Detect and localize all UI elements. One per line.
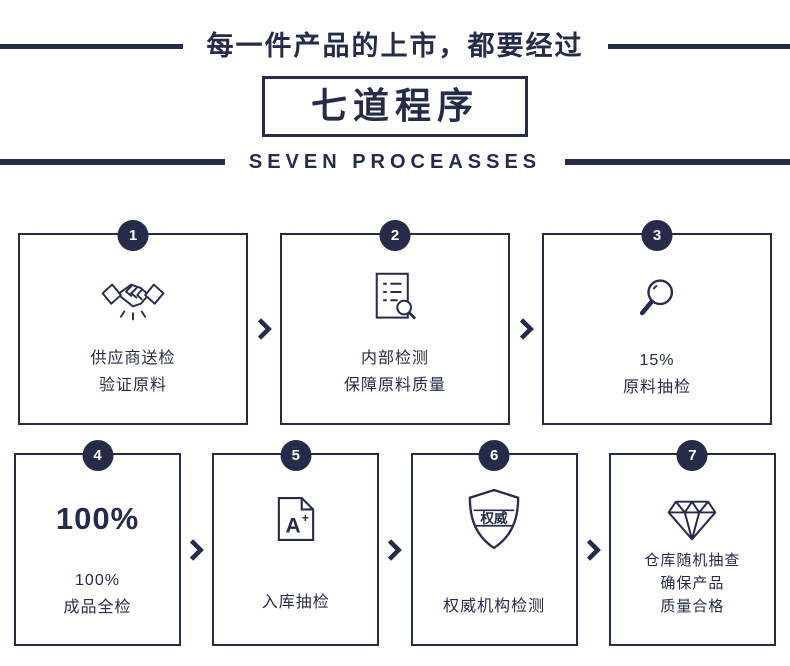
step-card-4: 4 100% 100% 成品全检	[14, 440, 181, 647]
step-text-line: 质量合格	[660, 598, 725, 616]
step-text: 仓库随机抽查 确保产品 质量合格	[611, 549, 774, 618]
step-number-badge: 5	[280, 440, 312, 472]
step-text: 100% 成品全检	[16, 567, 179, 621]
step-card-5: 5 A + 入库抽检	[212, 440, 380, 647]
step-text-line: 权威机构检测	[443, 598, 546, 616]
title-box: 七道程序	[261, 76, 528, 138]
divider-line	[0, 43, 183, 49]
header-subtitle-en: SEVEN PROCEASSES	[248, 151, 542, 174]
header-subtitle-row: 每一件产品的上市，都要经过	[0, 30, 790, 62]
step-text: 供应商送检 验证原料	[20, 345, 246, 399]
steps-row-2: 4 100% 100% 成品全检 5 A +	[0, 440, 790, 647]
divider-line	[607, 43, 790, 49]
step-text-line: 仓库随机抽查	[644, 552, 741, 570]
step-text-line: 100%	[75, 572, 120, 590]
a-letter: A	[285, 515, 300, 538]
step-card-6: 6 权威 权威机构检测	[410, 440, 578, 647]
step-text-line: 原料抽检	[622, 379, 691, 397]
step-card-3: 3 15% 原料抽检	[542, 220, 772, 426]
step-text: 15% 原料抽检	[544, 347, 770, 401]
authority-shield-icon: 权威	[413, 487, 576, 551]
arrow-right-icon	[387, 538, 403, 562]
arrow-right-icon	[257, 317, 272, 341]
step-number-badge: 7	[676, 440, 708, 472]
header-english-row: SEVEN PROCEASSES	[0, 149, 790, 175]
big-percent-text: 100%	[55, 501, 140, 537]
step-number-badge: 6	[478, 440, 510, 472]
step-text-line: 15%	[639, 352, 675, 370]
arrow-right-icon	[519, 317, 534, 341]
step-text: 权威机构检测	[413, 593, 576, 620]
step-number-badge: 2	[379, 220, 411, 252]
step-text-line: 成品全检	[63, 599, 132, 617]
header-subtitle: 每一件产品的上市，都要经过	[206, 31, 584, 61]
step-text: 入库抽检	[214, 589, 377, 616]
step-text-line: 内部检测	[360, 350, 429, 368]
step-text: 内部检测 保障原料质量	[282, 345, 508, 399]
arrow-right-icon	[189, 538, 205, 562]
step-text-line: 验证原料	[98, 377, 167, 395]
divider-line	[0, 159, 225, 166]
arrow-right-icon	[586, 538, 601, 562]
step-number-badge: 3	[641, 220, 673, 252]
divider-line	[565, 159, 790, 166]
page-title: 七道程序	[310, 85, 479, 127]
handshake-icon	[20, 275, 246, 322]
a-plus-doc-icon: A +	[214, 495, 377, 543]
diamond-icon	[611, 499, 774, 542]
step-number-badge: 1	[117, 220, 149, 252]
step-text-line: 确保产品	[660, 575, 725, 593]
step-text-line: 入库抽检	[261, 594, 330, 612]
step-text-line: 供应商送检	[90, 350, 176, 368]
magnifier-icon	[544, 277, 770, 322]
step-card-2: 2 内部检测 保障原料质量	[280, 220, 510, 426]
a-plus-sign: +	[302, 511, 309, 525]
step-card-7: 7 仓库随机抽查 确保产品 质量合格	[608, 440, 776, 647]
step-number-badge: 4	[82, 440, 113, 472]
step-text-line: 保障原料质量	[343, 377, 446, 395]
steps-row-1: 1 供应商送检 验证原料	[0, 220, 790, 426]
shield-label: 权威	[480, 510, 508, 526]
step-card-1: 1 供应商送检 验证原料	[18, 220, 248, 426]
document-inspect-icon	[282, 271, 508, 324]
